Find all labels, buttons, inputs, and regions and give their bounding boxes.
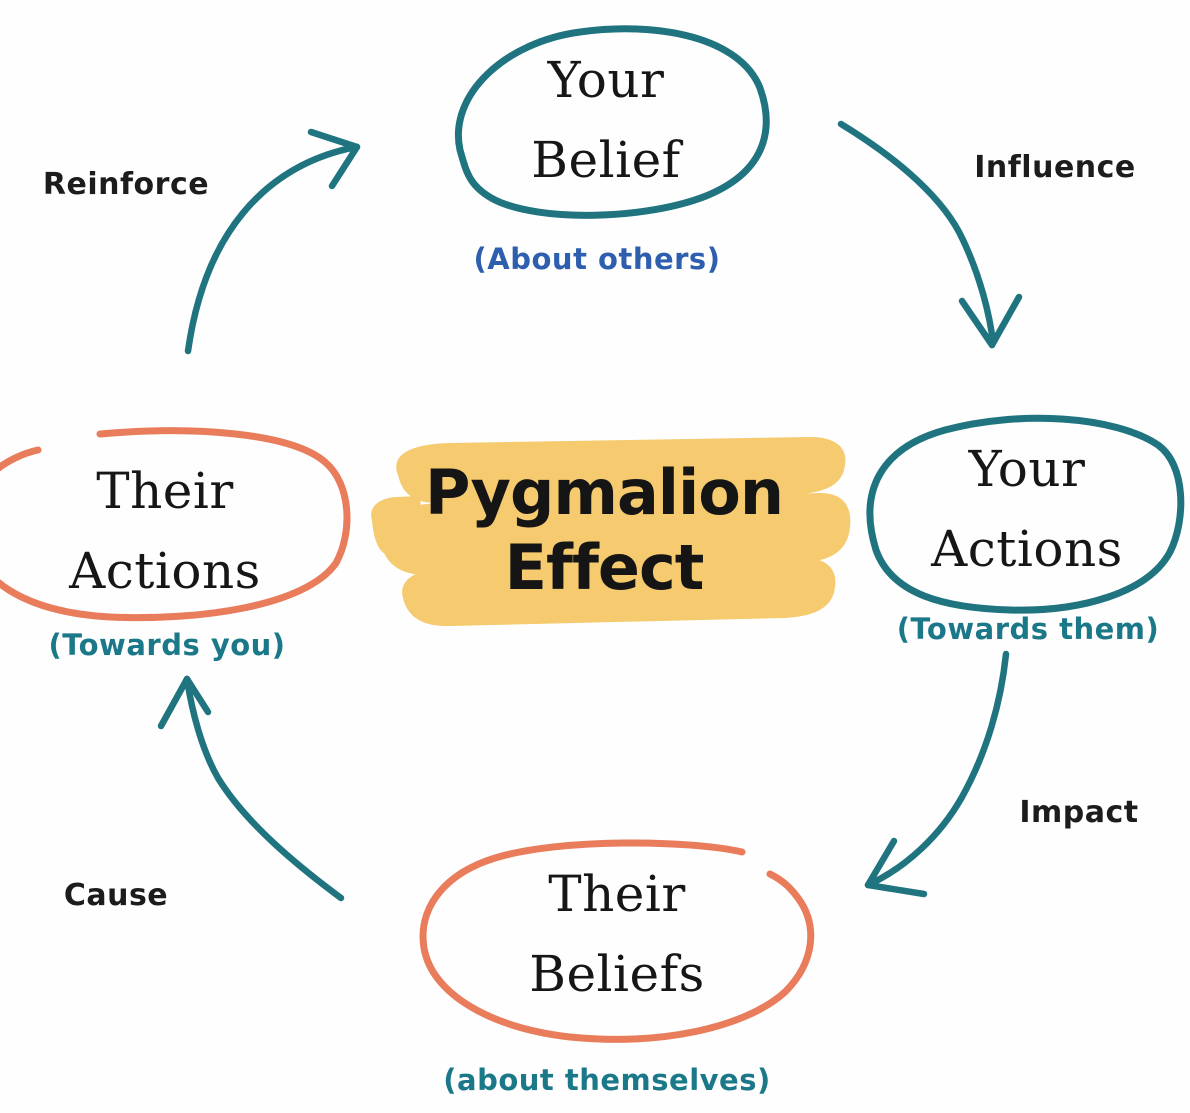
node-their-beliefs-sublabel: (about themselves): [443, 1063, 771, 1097]
node-your-actions-line1: Your: [968, 440, 1086, 498]
node-their-actions-line1: Their: [96, 462, 234, 520]
diagram-title-line2: Effect: [504, 531, 705, 604]
node-your-actions: Your Actions: [857, 429, 1190, 589]
bottom-node-oval: [419, 839, 815, 1043]
cause-arrow-label: Cause: [63, 878, 169, 913]
node-your-belief-line2: Belief: [531, 131, 681, 189]
influence-arrow: [837, 120, 1023, 349]
node-your-belief-sublabel: (About others): [473, 242, 721, 276]
node-their-actions: Their Actions: [0, 451, 335, 611]
reinforce-arrow-label: Reinforce: [42, 167, 210, 202]
impact-arrow: [864, 650, 1010, 898]
influence-arrow-label: Influence: [974, 150, 1136, 185]
top-node-oval: [455, 25, 770, 219]
title-highlight-brush: [371, 437, 851, 627]
node-your-actions-sublabel: (Towards them): [896, 612, 1160, 646]
node-their-actions-line2: Actions: [69, 542, 261, 600]
node-their-beliefs: Their Beliefs: [447, 854, 787, 1014]
node-their-beliefs-line1: Their: [548, 865, 686, 923]
diagram-title: Pygmalion Effect: [354, 455, 854, 605]
node-their-beliefs-line2: Beliefs: [529, 945, 705, 1003]
impact-arrow-label: Impact: [1019, 795, 1139, 830]
cause-arrow: [157, 675, 345, 902]
node-your-actions-line2: Actions: [931, 520, 1123, 578]
node-their-actions-sublabel: (Towards you): [48, 628, 286, 662]
reinforce-arrow: [184, 128, 361, 355]
left-node-oval: [0, 427, 351, 622]
right-node-oval: [866, 414, 1185, 614]
node-your-belief-line1: Your: [547, 51, 665, 109]
node-your-belief: Your Belief: [436, 40, 776, 200]
diagram-title-line1: Pygmalion: [424, 456, 784, 529]
